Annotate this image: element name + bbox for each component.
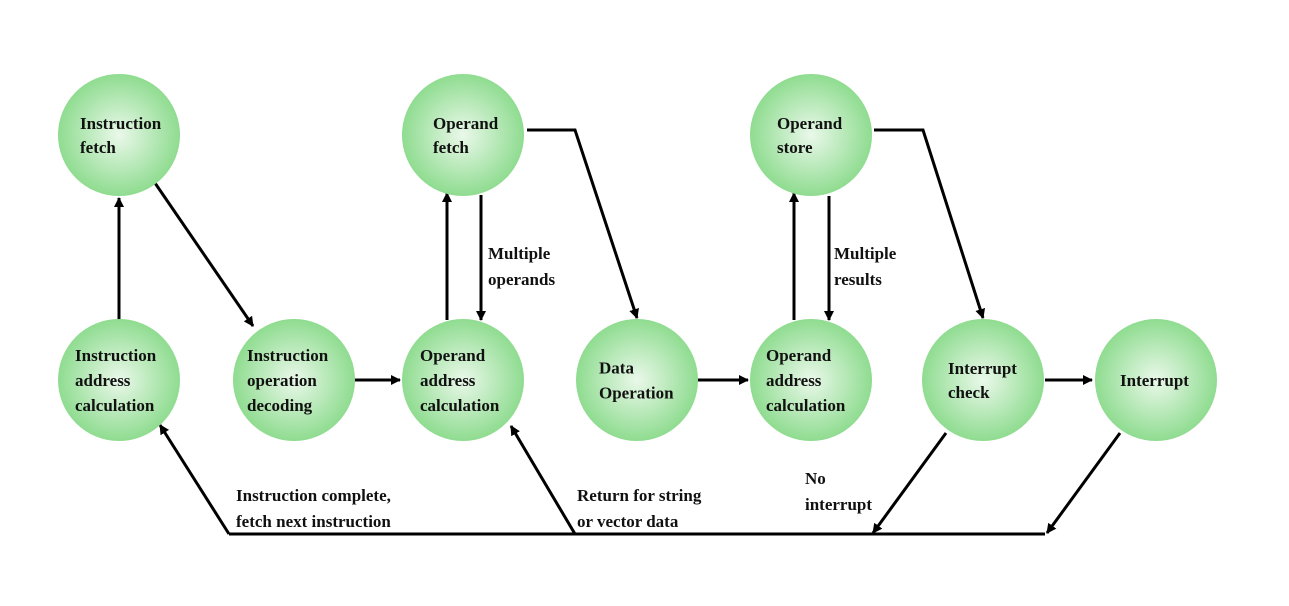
edge-label-no-interrupt: No interrupt bbox=[805, 469, 872, 514]
node-circle-instruction-operation-decoding bbox=[233, 319, 355, 441]
node-circle-operand-fetch bbox=[402, 74, 524, 196]
edge-interrupt-return bbox=[1045, 432, 1122, 534]
edge-return-to-oac1 bbox=[509, 425, 577, 535]
edge-label-multiple-results: Multiple results bbox=[834, 244, 901, 289]
node-circle-data-operation bbox=[576, 319, 698, 441]
node-circle-instruction-fetch bbox=[58, 74, 180, 196]
node-label-interrupt: Interrupt bbox=[1120, 371, 1189, 390]
node-circle-interrupt-check bbox=[922, 319, 1044, 441]
node-circle-instruction-address-calculation bbox=[58, 319, 180, 441]
node-circle-operand-store bbox=[750, 74, 872, 196]
edge-label-multiple-operands: Multiple operands bbox=[488, 244, 555, 289]
edge-operand-fetch-to-data-operation bbox=[527, 128, 639, 319]
node-interrupt: Interrupt bbox=[1095, 319, 1217, 441]
node-circle-operand-address-calculation-1 bbox=[402, 319, 524, 441]
node-circle-operand-address-calculation-2 bbox=[750, 319, 872, 441]
edge-return-to-iac bbox=[158, 424, 231, 535]
edge-label-return-for-string: Return for string or vector data bbox=[577, 486, 706, 531]
edge-label-instruction-complete: Instruction complete, fetch next instruc… bbox=[236, 486, 395, 531]
edge-no-interrupt-return bbox=[871, 432, 948, 534]
edge-fetch-to-decoding bbox=[153, 182, 255, 327]
edge-labels: Multiple operands Multiple results Instr… bbox=[236, 244, 901, 531]
edges bbox=[114, 128, 1122, 536]
node-circle-interrupt bbox=[1095, 319, 1217, 441]
edge-operand-store-to-interrupt-check bbox=[874, 128, 986, 319]
